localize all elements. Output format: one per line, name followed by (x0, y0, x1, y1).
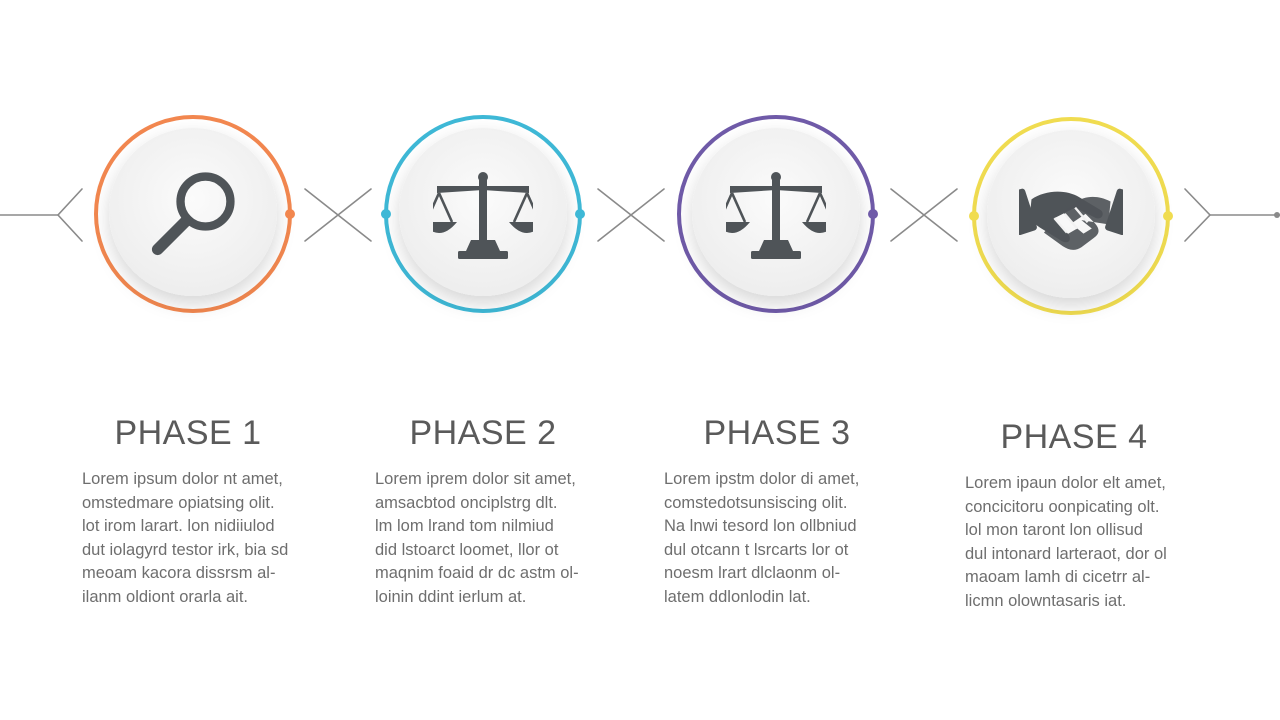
phase-4-line: lol mon taront lon ollisud (965, 521, 1143, 539)
chevron-right-icon (304, 188, 340, 242)
phase-1-node (94, 115, 295, 313)
phase-3-line: Na lnwi tesord lon ollbniud (664, 517, 857, 535)
phase-4-line: concicitoru oonpicating olt. (965, 497, 1160, 516)
phase-4-line: maoam lamh di cicetrr al- (965, 568, 1151, 586)
phase-2-line: lm lom lrand tom nilmiud (375, 517, 554, 535)
ring-connector-dot (969, 211, 979, 221)
phase-4-description: Lorem ipaun dolor elt amet, concicitoru … (965, 472, 1215, 613)
chevron-right-icon (1184, 188, 1212, 242)
phase-1-title: PHASE 1 (114, 414, 262, 452)
phase-3-description: Lorem ipstm dolor di amet, comstedotsuns… (664, 468, 914, 609)
phase-2-description: Lorem iprem dolor sit amet, amsacbtod on… (375, 468, 625, 609)
phase-3-line: latem ddlonlodin lat. (664, 587, 811, 606)
phase-circles (94, 115, 1173, 315)
chevron-right-icon (890, 188, 926, 242)
phase-2-node (381, 115, 585, 313)
ring-connector-dot (381, 209, 391, 219)
chevron-left-icon (629, 188, 665, 242)
chevron-left-icon (922, 188, 958, 242)
phase-2-line: did lstoarct loomet, llor ot (375, 540, 559, 559)
phase-1-line: lot irom larart. lon nidiiulod (82, 517, 275, 535)
phase-4-line: licmn olowntasaris iat. (965, 591, 1127, 610)
phase-disc (109, 128, 277, 296)
phase-3-title: PHASE 3 (703, 414, 851, 452)
phase-1-line: Lorem ipsum dolor nt amet, (82, 470, 283, 488)
connector-lines (0, 188, 1280, 242)
phase-4-line: dul intonard larteraot, dor ol (965, 544, 1167, 563)
phase-3-line: noesm lrart dlclaonm ol- (664, 564, 841, 582)
ring-connector-dot (575, 209, 585, 219)
phase-4-node (969, 117, 1173, 315)
phase-3-line: Lorem ipstm dolor di amet, (664, 470, 860, 488)
chevron-left-icon (56, 188, 83, 242)
ring-connector-dot (868, 209, 878, 219)
connector-end-dot (1274, 212, 1280, 218)
phase-3-line: comstedotsunsiscing olit. (664, 493, 848, 512)
phase-2-line: maqnim foaid dr dc astm ol- (375, 564, 579, 582)
phase-3-line: dul otcann t lsrcarts lor ot (664, 540, 849, 559)
chevron-left-icon (336, 188, 372, 242)
ring-connector-dot (285, 209, 295, 219)
phase-2-line: Lorem iprem dolor sit amet, (375, 470, 576, 488)
phase-1-line: dut iolagyrd testor irk, bia sd (82, 540, 289, 559)
phase-3-node (677, 115, 878, 313)
phase-2-title: PHASE 2 (409, 414, 557, 452)
phase-1-line: ilanm oldiont orarla ait. (82, 587, 248, 606)
ring-connector-dot (1163, 211, 1173, 221)
phase-2-line: loinin ddint ierlum at. (375, 587, 527, 606)
phase-2-line: amsacbtod onciplstrg dlt. (375, 493, 558, 512)
phase-1-line: meoam kacora dissrsm al- (82, 564, 276, 582)
chevron-right-icon (597, 188, 633, 242)
phase-4-line: Lorem ipaun dolor elt amet, (965, 474, 1166, 492)
phase-1-line: omstedmare opiatsing olit. (82, 493, 275, 512)
phase-4-title: PHASE 4 (1000, 418, 1148, 456)
phase-1-description: Lorem ipsum dolor nt amet, omstedmare op… (82, 468, 332, 609)
